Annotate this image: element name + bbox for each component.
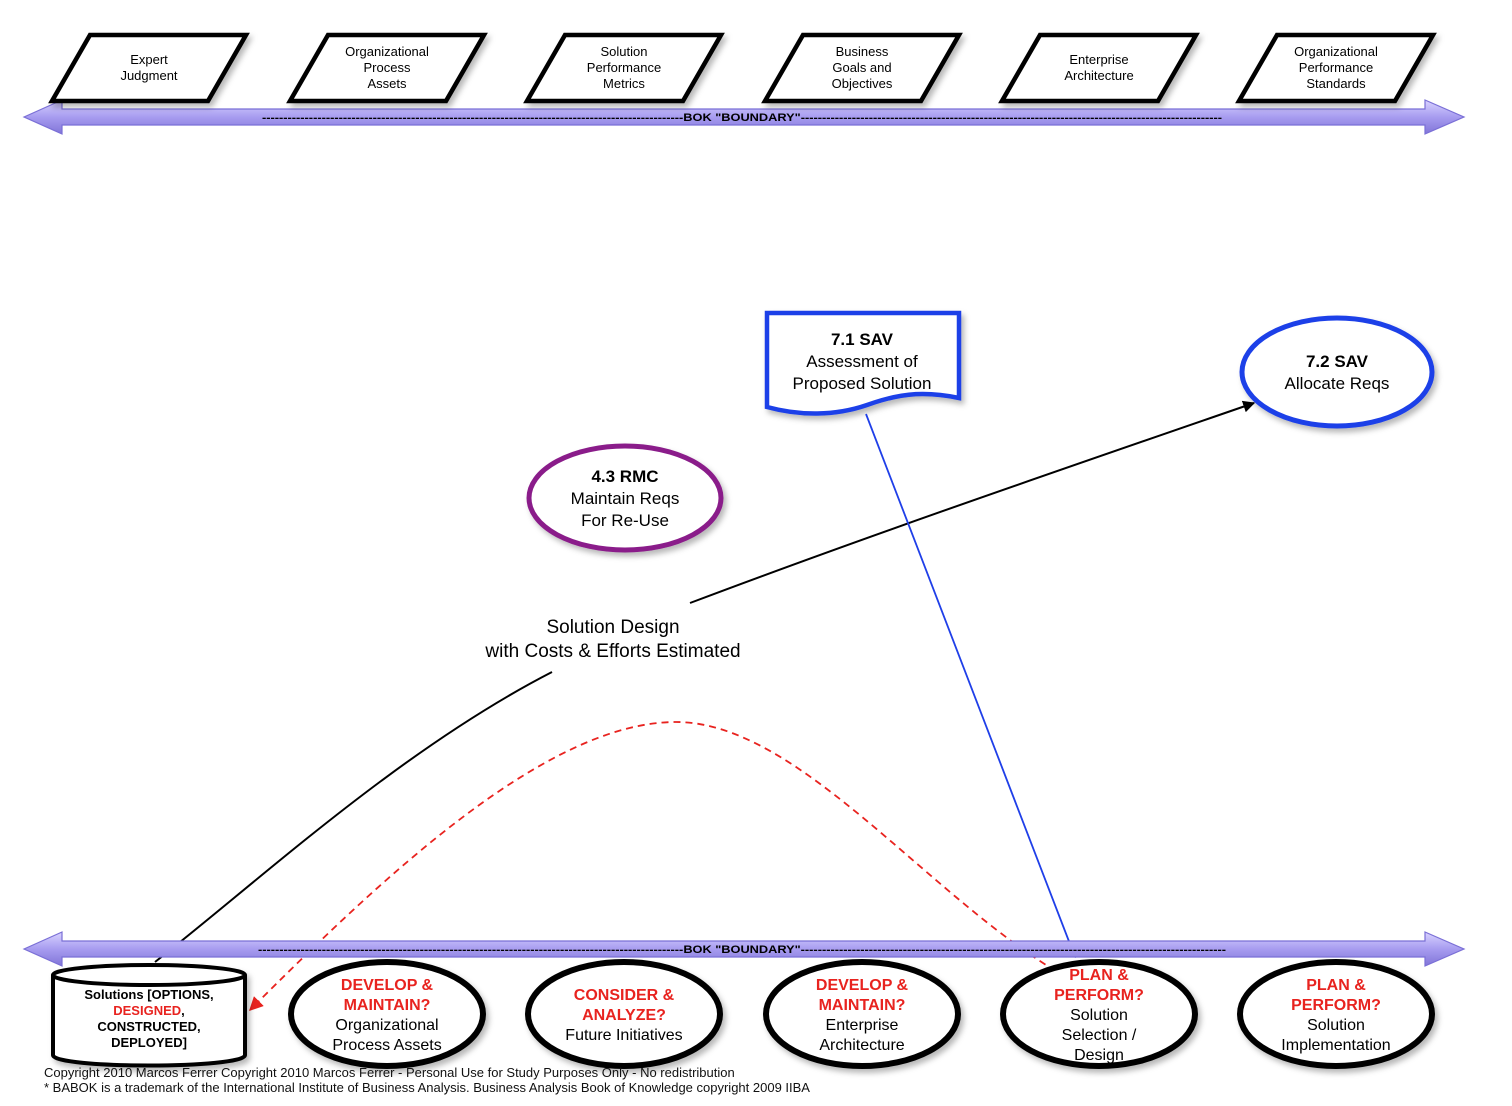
sav-7-2-code: 7.2 SAV <box>1306 352 1369 371</box>
input-parallelograms: ExpertJudgmentOrganizationalProcessAsset… <box>48 32 1437 104</box>
feedback-dashed-arrow <box>249 721 1067 1011</box>
copyright-line: Copyright 2010 Marcos Ferrer Copyright 2… <box>44 1065 735 1080</box>
output-ellipse-1[interactable]: DEVELOP & MAINTAIN? OrganizationalProcess … <box>288 959 486 1069</box>
solutions-data-store[interactable] <box>51 963 247 1068</box>
input-label-line: Goals and <box>832 60 891 75</box>
input-label-line: Standards <box>1306 76 1366 91</box>
sav-7-1-line1: Assessment of <box>806 352 918 371</box>
output-subject-label: Solution <box>1070 1007 1128 1024</box>
output-subject-label: Design <box>1074 1047 1124 1064</box>
rmc-4-3-ellipse[interactable] <box>526 443 724 553</box>
output-action-label: PERFORM? <box>1054 987 1144 1004</box>
rmc-4-3-code: 4.3 RMC <box>591 467 658 486</box>
rmc-4-3-line1: Maintain Reqs <box>571 489 680 508</box>
output-subject-label: Implementation <box>1281 1037 1390 1054</box>
flow-label-line2: with Costs & Efforts Estimated <box>484 641 740 662</box>
output-ellipse-2[interactable]: CONSIDER & ANALYZE? Future Initiatives <box>525 959 723 1069</box>
output-action-label: PLAN & <box>1069 967 1129 984</box>
output-subject-label: Architecture <box>819 1037 904 1054</box>
input-label-line: Organizational <box>1294 44 1378 59</box>
output-subject-label: Process Assets <box>332 1037 441 1054</box>
input-label-line: Objectives <box>832 76 893 91</box>
sav-7-1-code: 7.1 SAV <box>831 330 894 349</box>
input-label-line: Expert <box>130 52 168 67</box>
input-label-line: Enterprise <box>1069 52 1128 67</box>
sav-7-2-ellipse[interactable] <box>1239 315 1435 429</box>
output-ellipses: DEVELOP & MAINTAIN? OrganizationalProcess … <box>288 959 1435 1069</box>
input-label-line: Performance <box>1299 60 1373 75</box>
assessment-to-selection-arrow <box>865 413 1077 959</box>
output-subject-label: Solution <box>1307 1017 1365 1034</box>
output-action-label: MAINTAIN? <box>344 997 431 1014</box>
input-label-line: Performance <box>587 60 661 75</box>
output-subject-label: Future Initiatives <box>565 1027 682 1044</box>
output-subject-label: Organizational <box>335 1017 438 1034</box>
solution-design-arrow-lower <box>154 671 553 963</box>
top-boundary-label: ----------------------------------------… <box>262 112 1222 124</box>
sav-7-2-line1: Allocate Reqs <box>1285 374 1390 393</box>
sav-7-1-document[interactable] <box>764 310 962 416</box>
solutions-comma: , <box>181 1003 185 1018</box>
trademark-line: * BABOK is a trademark of the Internatio… <box>44 1080 810 1095</box>
output-subject-label: Selection / <box>1062 1027 1137 1044</box>
top-boundary-arrow: ----------------------------------------… <box>22 99 1466 135</box>
solutions-line1: Solutions [OPTIONS, <box>84 987 213 1002</box>
input-label-line: Solution <box>601 44 648 59</box>
input-label-line: Architecture <box>1064 68 1133 83</box>
output-action-label: PLAN & <box>1306 977 1366 994</box>
flow-label-line1: Solution Design <box>546 617 679 638</box>
solution-design-arrow-upper <box>689 400 1256 604</box>
solutions-designed: DESIGNED <box>113 1003 181 1018</box>
output-subject-label: Enterprise <box>826 1017 899 1034</box>
bottom-boundary-label: ----------------------------------------… <box>258 944 1226 956</box>
output-action-label: MAINTAIN? <box>819 997 906 1014</box>
input-label-line: Metrics <box>603 76 645 91</box>
sav-7-1-line2: Proposed Solution <box>793 374 932 393</box>
solutions-line3: CONSTRUCTED, <box>97 1019 200 1034</box>
output-action-label: ANALYZE? <box>582 1007 666 1024</box>
output-action-label: DEVELOP & <box>341 977 434 994</box>
solutions-line4: DEPLOYED] <box>111 1035 187 1050</box>
output-action-label: DEVELOP & <box>816 977 909 994</box>
output-action-label: CONSIDER & <box>574 987 675 1004</box>
input-label-line: Process <box>364 60 411 75</box>
input-label-line: Assets <box>367 76 407 91</box>
bottom-boundary-arrow: ----------------------------------------… <box>22 931 1466 967</box>
input-label-line: Organizational <box>345 44 429 59</box>
output-action-label: PERFORM? <box>1291 997 1381 1014</box>
input-label-line: Judgment <box>120 68 177 83</box>
input-label-line: Business <box>836 44 889 59</box>
rmc-4-3-line2: For Re-Use <box>581 511 669 530</box>
solutions-line2: DESIGNED, <box>113 1003 185 1018</box>
copyright-footer: Copyright 2010 Marcos Ferrer Copyright 2… <box>44 1065 810 1095</box>
